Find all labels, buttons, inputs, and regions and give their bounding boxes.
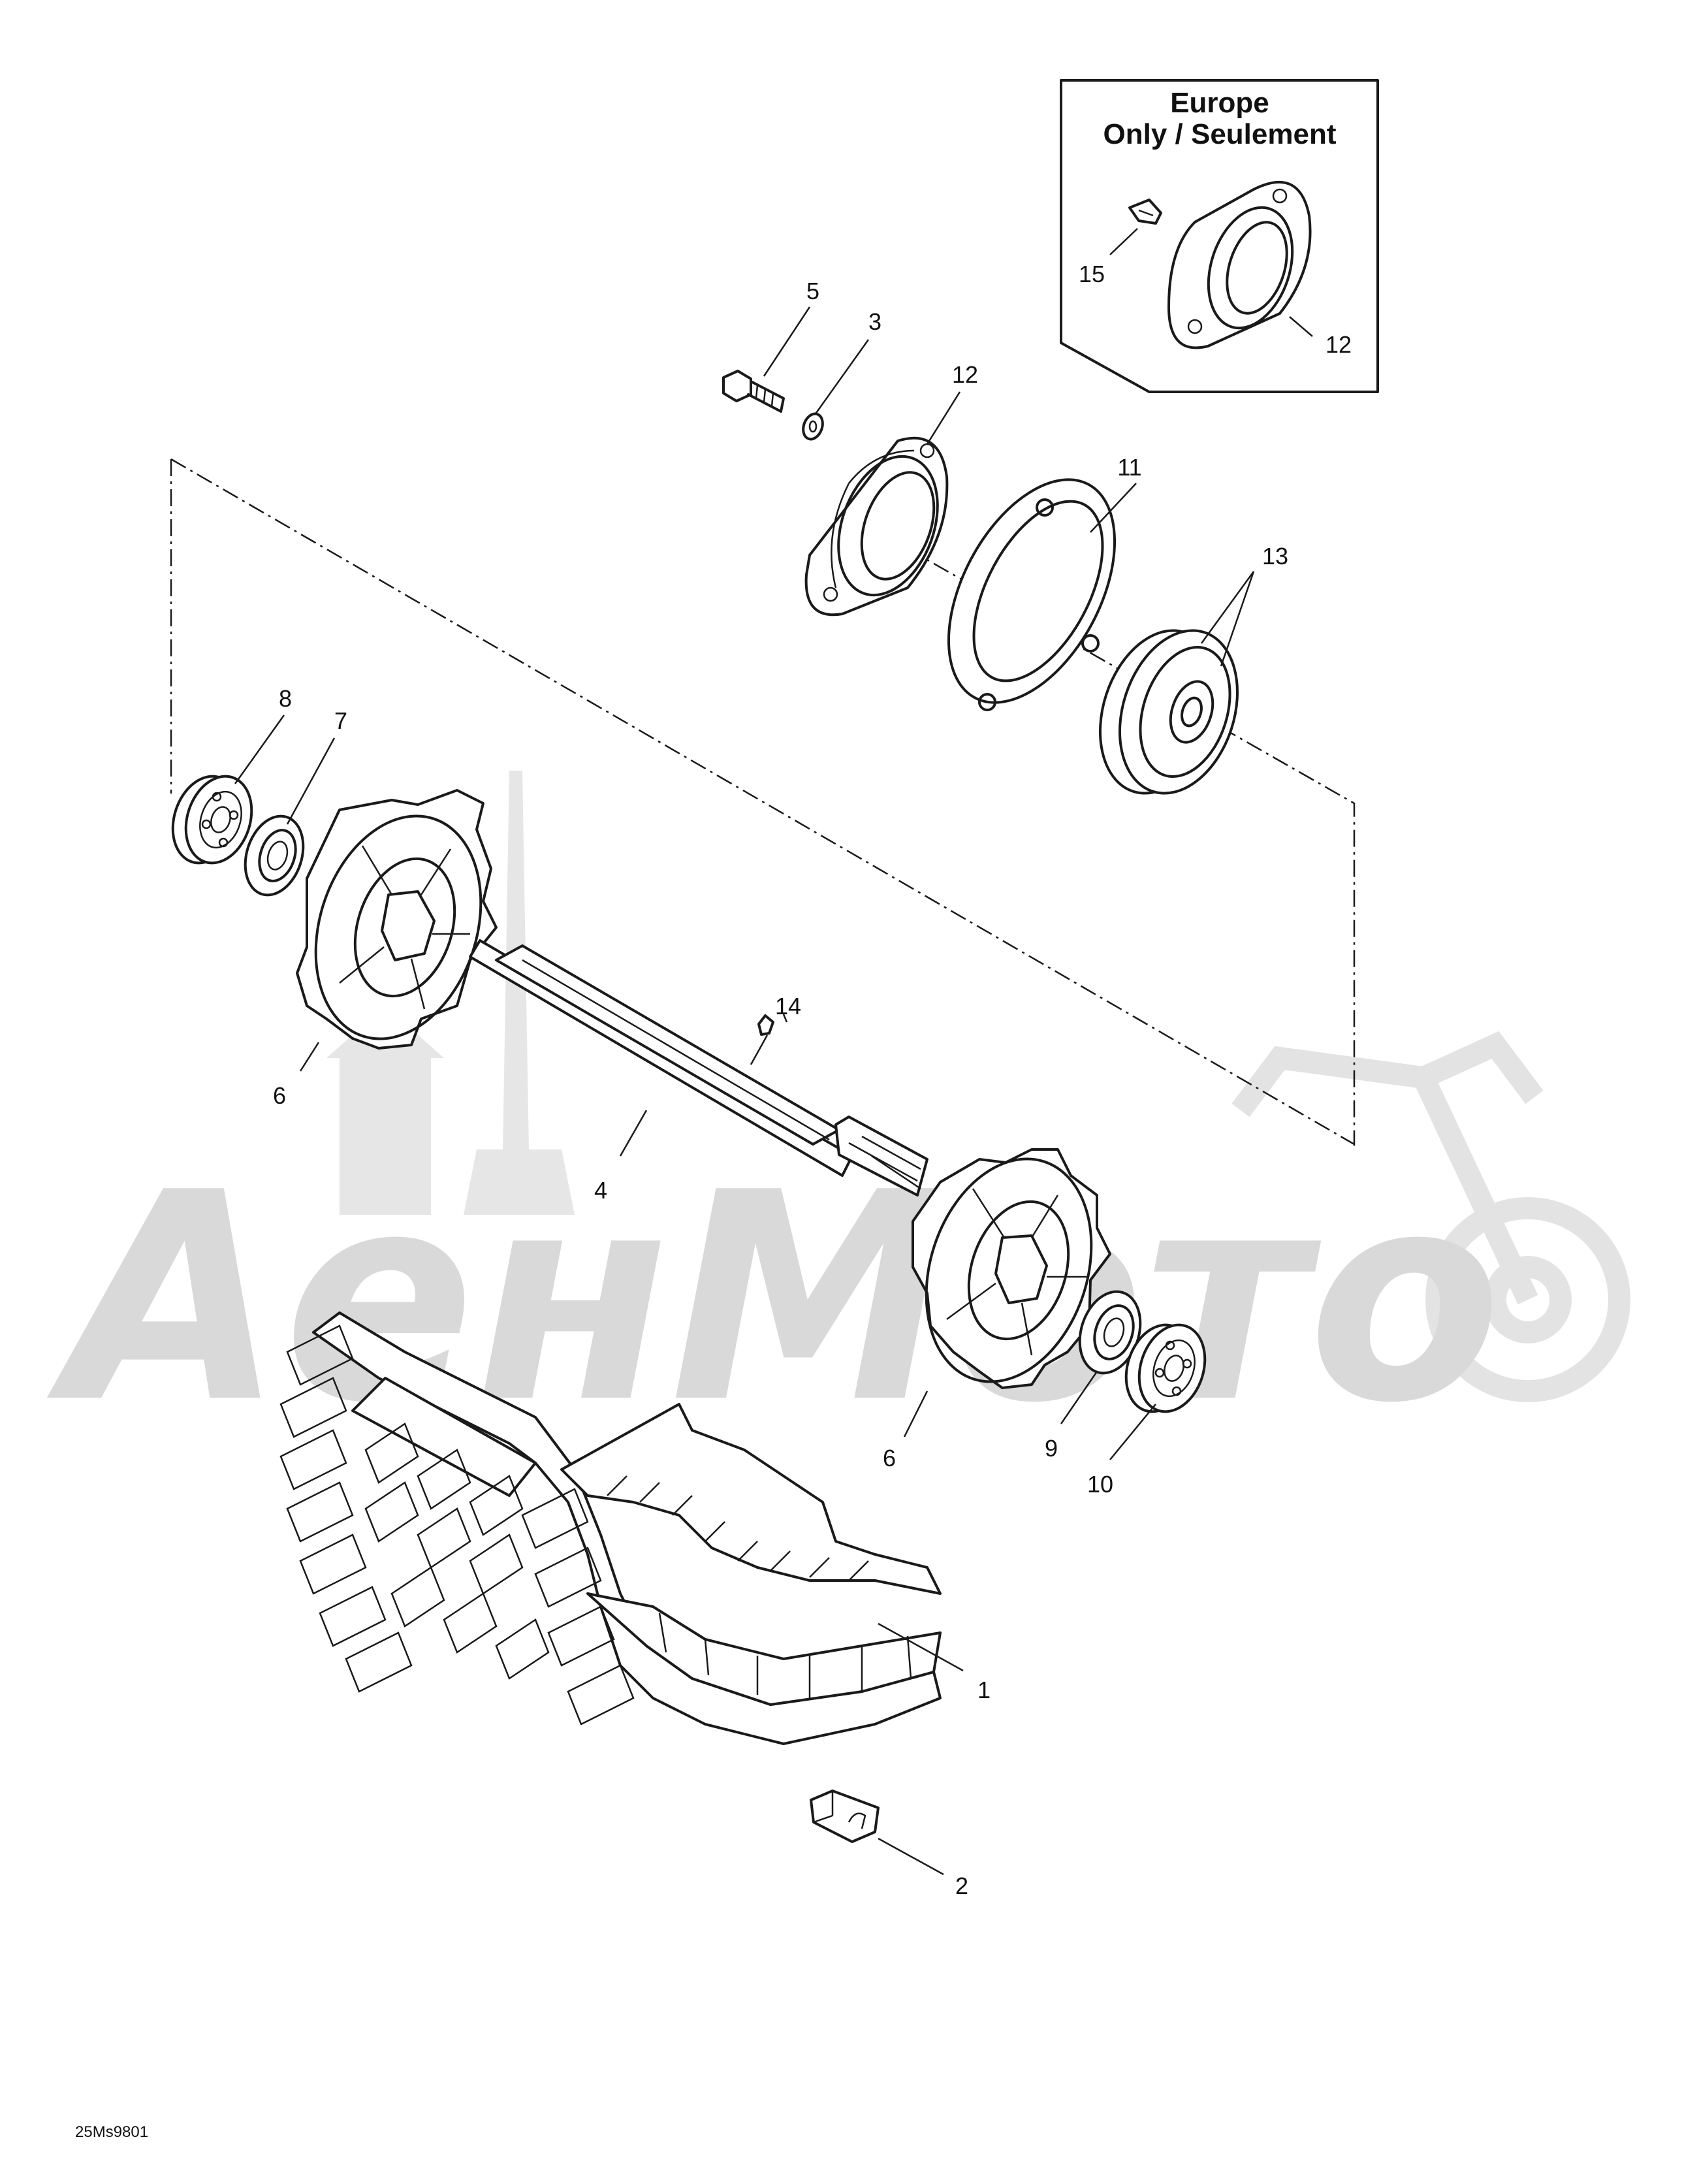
seal-part-9 — [1078, 1290, 1142, 1375]
tower-watermark-icon — [326, 771, 575, 1215]
callout-12: 12 — [952, 361, 978, 388]
callout-14: 14 — [775, 993, 801, 1020]
bearing-housing-inset — [1167, 180, 1312, 349]
sprocket-part-6-right — [912, 1148, 1111, 1389]
callout-5: 5 — [806, 278, 819, 304]
callout-8: 8 — [279, 685, 292, 712]
watermark: AeнMoтo — [43, 771, 1630, 1466]
key-part-14 — [757, 1014, 774, 1036]
leader-lines — [234, 306, 1255, 1876]
inset-title-line1: Europe — [1170, 87, 1269, 119]
bearing-part-8 — [171, 775, 253, 865]
clip-part-2 — [810, 1790, 880, 1843]
retainer-plate-part-11 — [947, 478, 1117, 711]
drawing-code: 25Ms9801 — [75, 2123, 148, 2141]
callout-11: 11 — [1117, 454, 1141, 481]
callout-12-inset: 12 — [1325, 331, 1352, 358]
callout-1: 1 — [977, 1677, 991, 1703]
bearing-housing-part-12 — [804, 436, 949, 617]
clip-part-15 — [1128, 199, 1162, 225]
axis-lines — [170, 458, 1356, 1148]
track-part-1 — [279, 1311, 942, 1745]
pulley-part-13 — [1099, 629, 1239, 795]
europe-inset: Europe Only / Seulement 15 12 — [1060, 79, 1379, 393]
sprocket-part-6-left — [296, 789, 498, 1050]
callout-6-right: 6 — [883, 1445, 896, 1471]
callout-3: 3 — [868, 308, 881, 335]
motorcycle-watermark-icon — [1231, 1031, 1630, 1402]
washer-part-3 — [802, 412, 824, 441]
callout-6-left: 6 — [273, 1082, 286, 1109]
callout-15: 15 — [1079, 261, 1105, 287]
callout-9: 9 — [1045, 1435, 1058, 1462]
bearing-part-10 — [1124, 1323, 1207, 1413]
callout-7: 7 — [334, 707, 347, 734]
callout-4: 4 — [594, 1177, 607, 1204]
inset-title-line2: Only / Seulement — [1103, 118, 1337, 150]
callout-10: 10 — [1087, 1471, 1113, 1498]
bolt-part-5 — [722, 370, 785, 413]
shaft-part-4 — [469, 939, 928, 1196]
watermark-text: AeнMoтo — [43, 1131, 1502, 1466]
callout-13: 13 — [1262, 543, 1288, 570]
callout-2: 2 — [955, 1872, 968, 1899]
callouts: 5 3 12 11 13 8 7 14 6 4 6 9 10 1 2 — [273, 278, 1288, 1899]
seal-part-7 — [244, 814, 305, 897]
